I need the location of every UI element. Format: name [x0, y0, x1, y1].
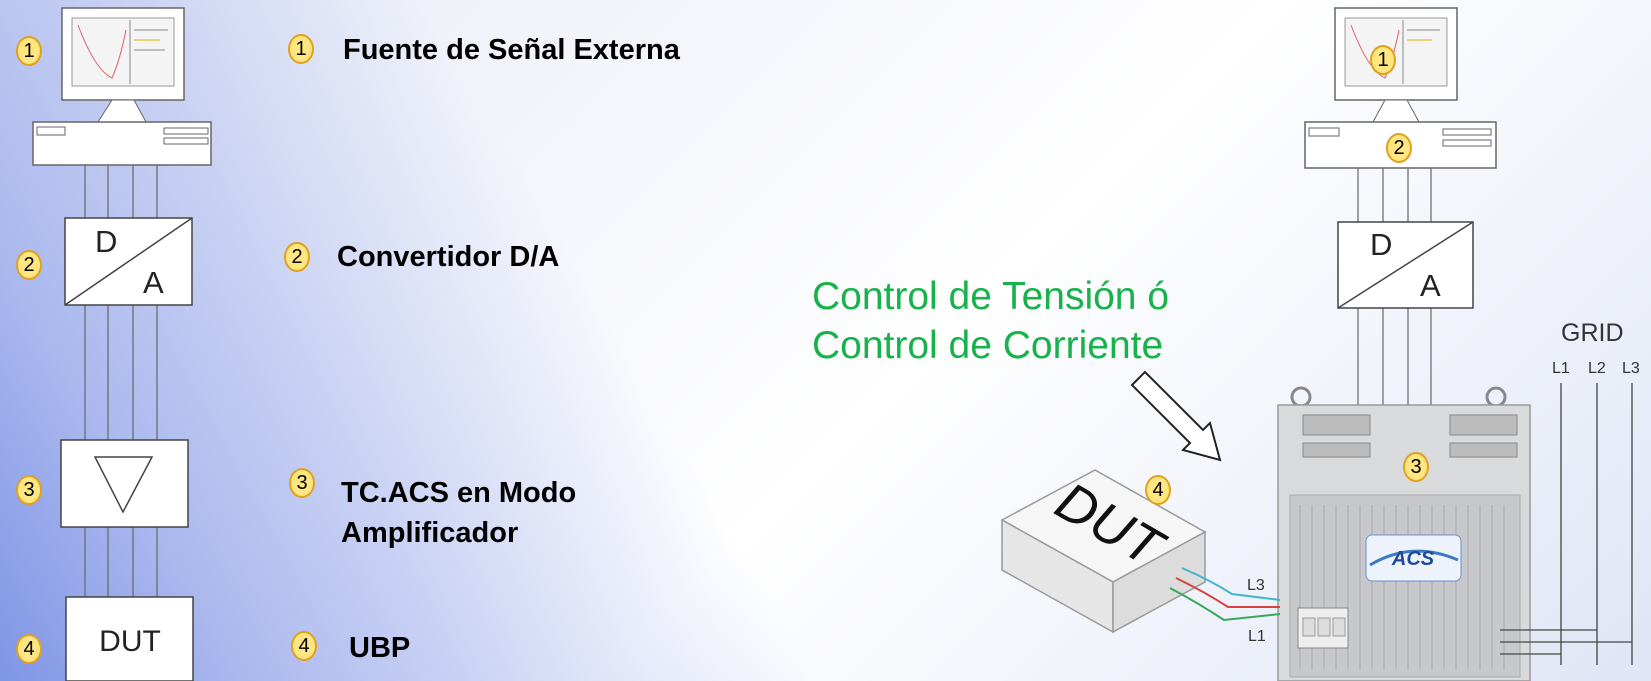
left-wires [84, 165, 158, 597]
grid-phase-l2: L2 [1588, 360, 1606, 377]
left-amplifier [60, 439, 189, 528]
grid-phase-l1: L1 [1552, 360, 1570, 377]
left-badge-3: 3 [16, 475, 42, 505]
tc-acs-cabinet: ACS [1277, 386, 1531, 681]
legend-label-2: Convertidor D/A [337, 241, 560, 273]
right-wires [1357, 168, 1432, 410]
legend-badge-3: 3 [289, 468, 315, 498]
right-da-bottom-text: A [1420, 268, 1441, 303]
right-badge-3: 3 [1403, 452, 1429, 482]
right-da-converter: D A [1337, 221, 1474, 309]
legend-label-1: Fuente de Señal Externa [343, 34, 680, 66]
control-text-line2: Control de Corriente [812, 324, 1164, 367]
legend-label-3b: Amplificador [341, 517, 519, 549]
left-da-top-text: D [95, 224, 117, 259]
right-computer [1304, 7, 1497, 169]
right-badge-1: 1 [1370, 45, 1396, 75]
legend-label-3a: TC.ACS en Modo [341, 477, 577, 509]
right-badge-4: 4 [1145, 475, 1171, 505]
grid-phase-l3: L3 [1622, 360, 1640, 377]
control-text-line1: Control de Tensión ó [812, 275, 1170, 318]
left-computer [32, 7, 212, 166]
grid-title: GRID [1561, 319, 1624, 347]
legend-badge-1: 1 [288, 34, 314, 64]
left-dut: DUT [65, 596, 194, 681]
left-da-bottom-text: A [143, 265, 164, 300]
legend-badge-2: 2 [284, 242, 310, 272]
legend-label-4: UBP [349, 632, 411, 664]
left-dut-text: DUT [99, 625, 161, 658]
dut-cables [1169, 567, 1281, 622]
right-da-top-text: D [1370, 227, 1392, 262]
legend-badge-4: 4 [291, 631, 317, 661]
left-da-converter: D A [64, 217, 193, 306]
left-badge-4: 4 [16, 634, 42, 664]
cable-l1-label: L1 [1248, 628, 1266, 645]
left-badge-2: 2 [16, 250, 42, 280]
dut-device: DUT [1000, 469, 1207, 634]
left-badge-1: 1 [16, 36, 42, 66]
control-arrow [1130, 370, 1222, 462]
acs-logo-text: ACS [1391, 548, 1435, 570]
right-badge-2: 2 [1386, 133, 1412, 163]
grid-lines [1500, 383, 1633, 665]
cable-l3-label: L3 [1247, 577, 1265, 594]
